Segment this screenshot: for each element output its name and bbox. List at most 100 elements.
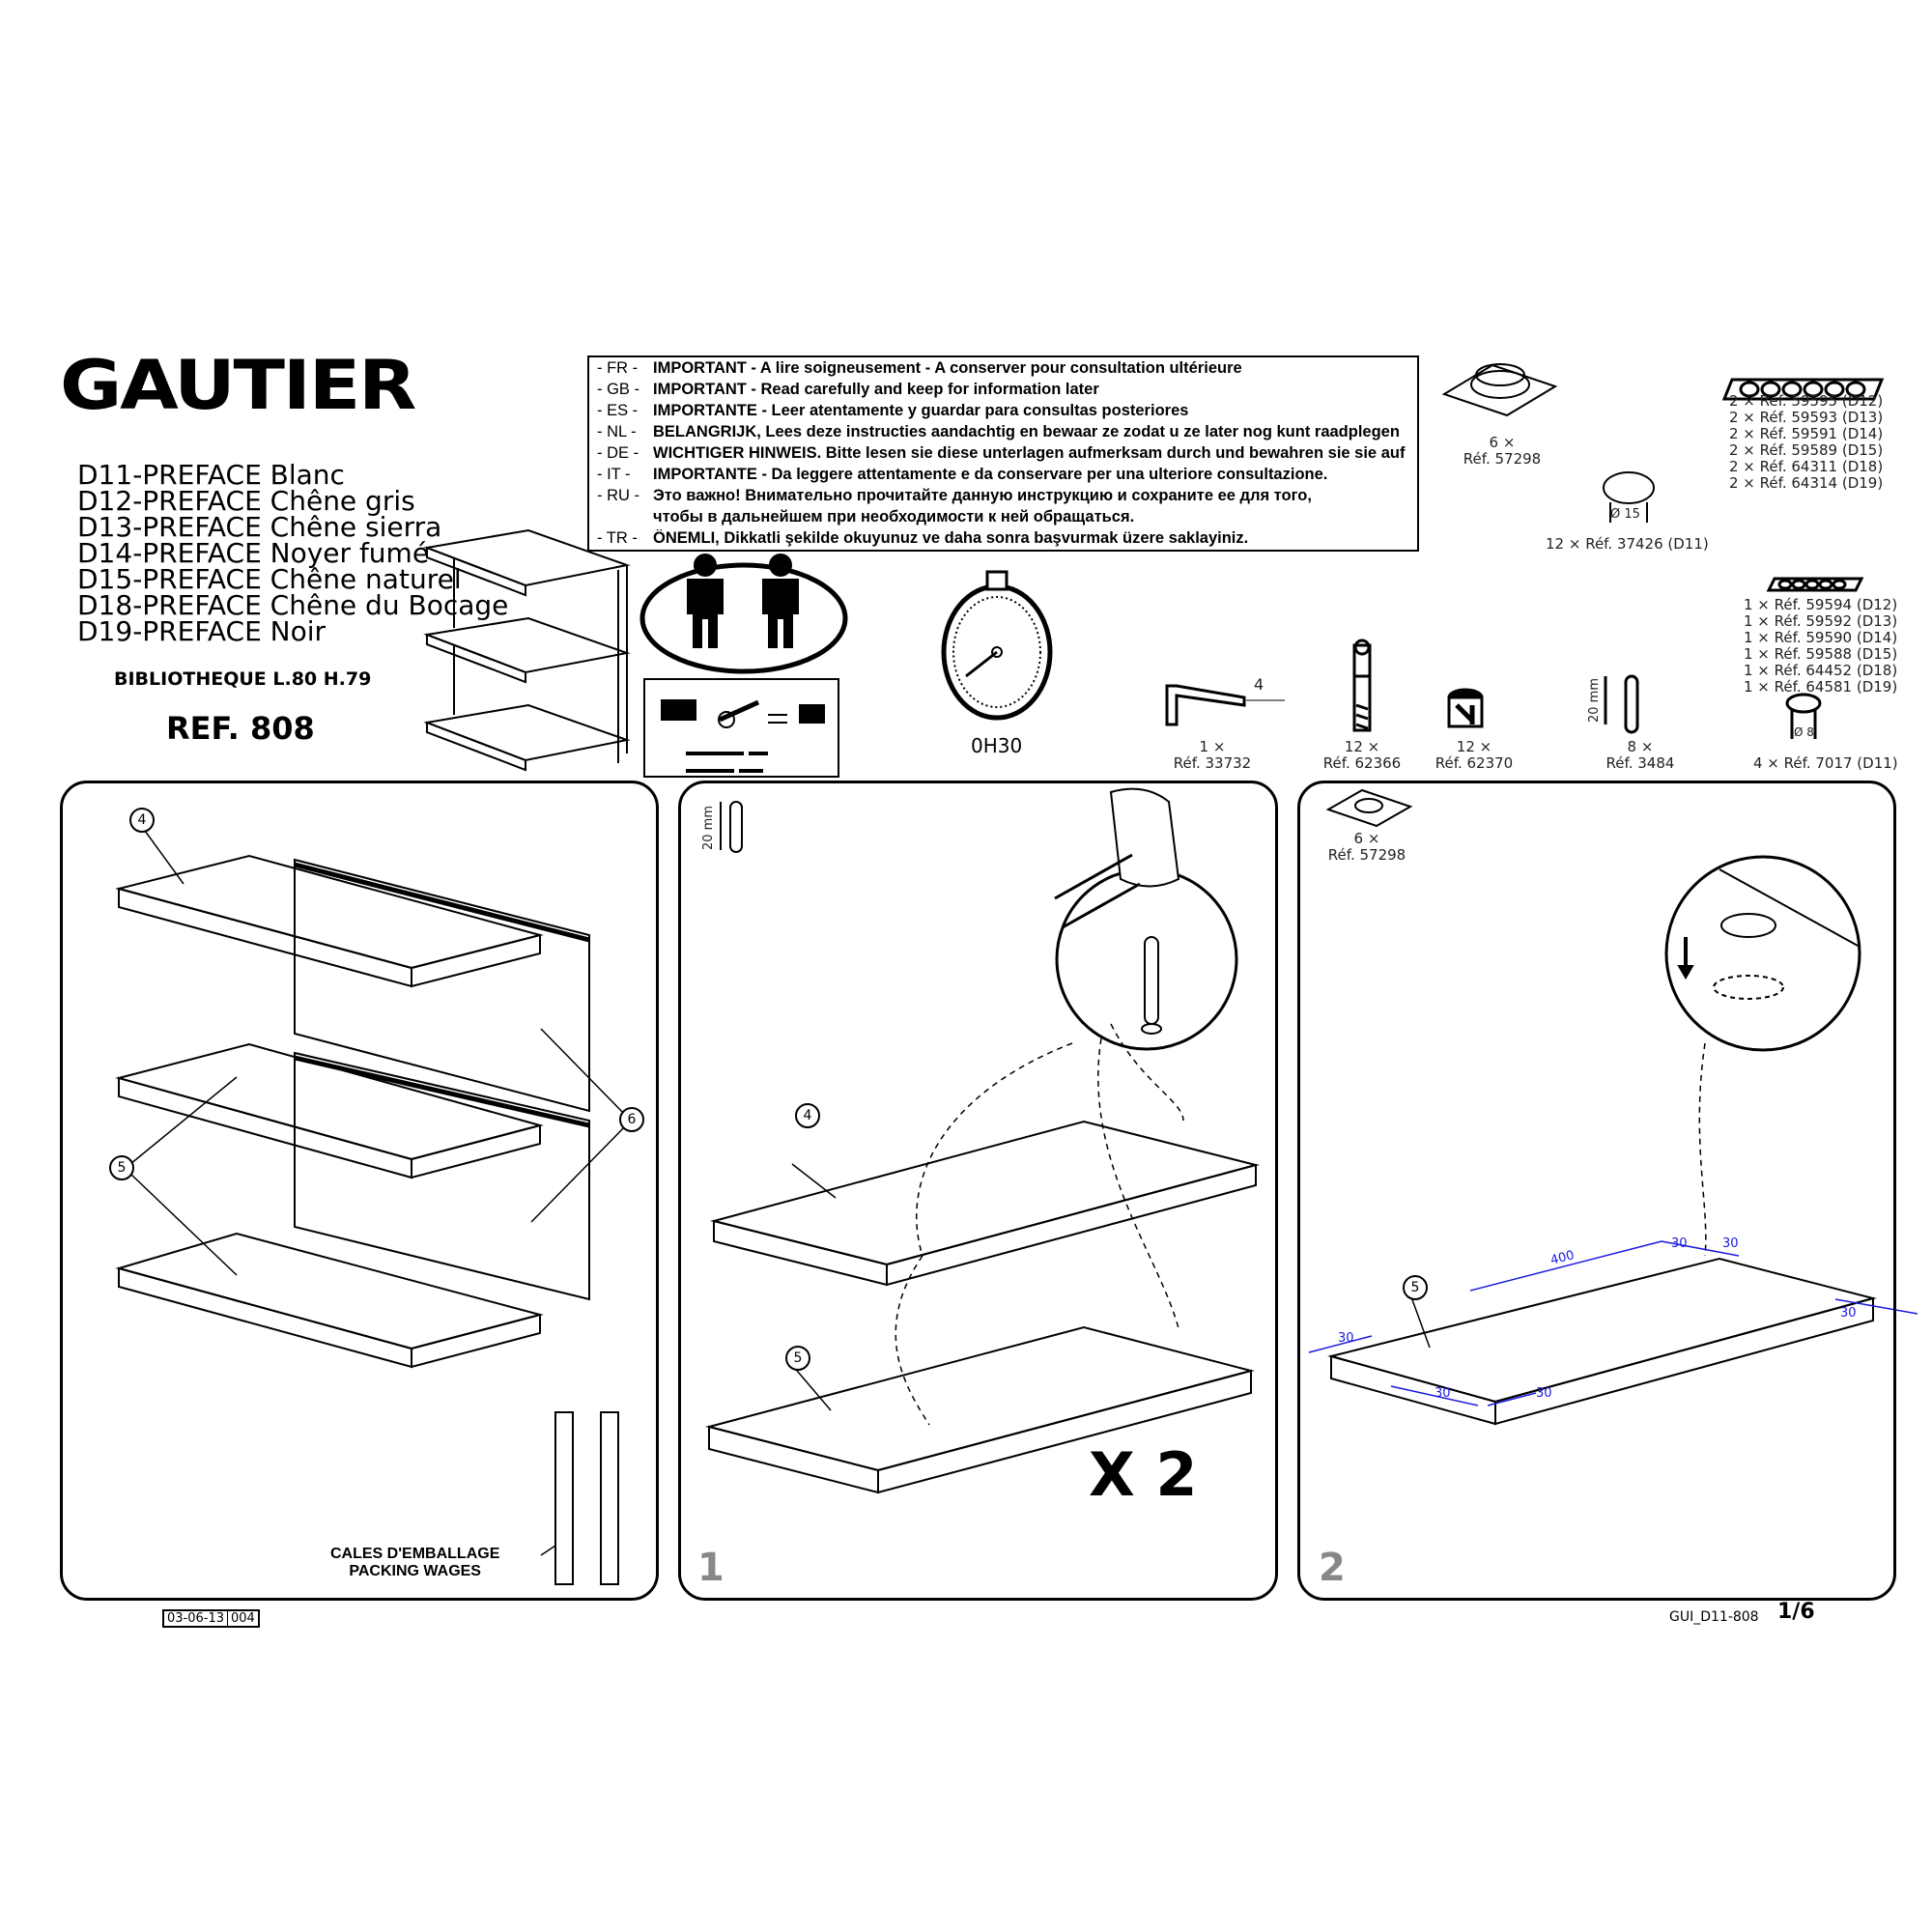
dowel-icon: [1604, 674, 1639, 734]
cover-cap-strip-small-icon: [1766, 577, 1864, 592]
bookcase-preview-illustration: [423, 528, 631, 772]
part-ref: 2 × Réf. 59589 (D15): [1729, 441, 1884, 459]
part-qty: 8 ×: [1627, 738, 1654, 755]
part-dowel: 8 × Réf. 3484: [1597, 739, 1684, 772]
part-ref: Réf. 62370: [1435, 754, 1514, 772]
tools-required-icon: [643, 678, 839, 778]
part-foot-pad: 6 × Réf. 57298: [1459, 435, 1546, 468]
dimension-label: 30: [1722, 1236, 1739, 1251]
language-code: - GB -: [597, 381, 639, 398]
notice-text: WICHTIGER HINWEIS. Bitte lesen sie diese…: [653, 444, 1406, 462]
part-callout: 5: [785, 1346, 810, 1371]
packing-note-line: PACKING WAGES: [349, 1563, 481, 1579]
part-callout: 4: [795, 1103, 820, 1128]
page-number: 1/6: [1777, 1600, 1815, 1624]
assembly-time: 0H30: [971, 734, 1023, 757]
part-ref: 2 × Réf. 64314 (D19): [1729, 474, 1884, 492]
part-ref: 2 × Réf. 59595 (D12): [1729, 392, 1884, 410]
step1-illustration: [705, 787, 1260, 1494]
part-ref: 1 × Réf. 59592 (D13): [1744, 612, 1898, 630]
part-callout: 5: [109, 1155, 134, 1180]
part-qty: 12 ×: [1344, 738, 1380, 755]
footer-date: 03-06-13: [164, 1611, 229, 1626]
product-variant: D11-PREFACE Blanc: [77, 459, 345, 491]
part-ref: Réf. 33732: [1173, 754, 1252, 772]
step1-panel: [678, 781, 1278, 1601]
cover-cap-8-icon: [1785, 693, 1822, 739]
stopwatch-icon: [941, 570, 1053, 721]
step2-panel: [1297, 781, 1896, 1601]
cam-lock-icon: [1447, 688, 1484, 728]
gautier-logo: GAUTIER: [60, 346, 416, 425]
dimension-label: 30: [1338, 1331, 1354, 1346]
step-number: 1: [697, 1546, 724, 1590]
part-ref: 1 × Réf. 59594 (D12): [1744, 596, 1898, 613]
part-ref: Réf. 57298: [1327, 846, 1406, 864]
part-callout: 5: [1403, 1275, 1428, 1300]
product-variant: D15-PREFACE Chêne naturel: [77, 563, 462, 595]
part-cap8-label: 4 × Réf. 7017 (D11): [1753, 754, 1898, 772]
language-code: - RU -: [597, 487, 639, 504]
product-variant: D18-PREFACE Chêne du Bocage: [77, 589, 509, 621]
part-ref: 1 × Réf. 59590 (D14): [1744, 629, 1898, 646]
notice-text: ÖNEMLI, Dikkatli şekilde okuyunuz ve dah…: [653, 529, 1249, 547]
cap15-size: Ø 15: [1610, 507, 1640, 522]
overview-panel: [60, 781, 659, 1601]
cap8-size: Ø 8: [1794, 725, 1814, 739]
allen-key-icon: [1165, 684, 1285, 726]
language-code: - IT -: [597, 466, 631, 483]
dimension-label: 30: [1536, 1386, 1552, 1401]
part-cap15-label: 12 × Réf. 37426 (D11): [1546, 535, 1709, 553]
part-ref: 2 × Réf. 59593 (D13): [1729, 409, 1884, 426]
product-subtitle: BIBLIOTHEQUE L.80 H.79: [114, 668, 372, 690]
quantity-multiplier: X 2: [1089, 1439, 1198, 1510]
packing-note: CALES D'EMBALLAGE PACKING WAGES: [330, 1546, 499, 1580]
part-qty: 6 ×: [1353, 830, 1380, 847]
cover-cap-15-icon: [1603, 471, 1655, 523]
document-code: GUI_D11-808: [1669, 1609, 1759, 1625]
part-callout: 6: [619, 1107, 644, 1132]
notice-text: Это важно! Внимательно прочитайте данную…: [653, 487, 1312, 504]
dowel-length: 20 mm: [1587, 677, 1602, 723]
dimension-label: 30: [1840, 1306, 1857, 1321]
part-ref: Réf. 3484: [1605, 754, 1675, 772]
dimension-label: 30: [1435, 1386, 1451, 1401]
part-qty: 6 ×: [1489, 434, 1516, 451]
notice-text: чтобы в дальнейшем при необходимости к н…: [653, 508, 1135, 526]
important-notice-box: - FR - IMPORTANT - A lire soigneusement -…: [587, 355, 1419, 552]
part-qty: 1 ×: [1199, 738, 1226, 755]
notice-text: IMPORTANTE - Da leggere attentamente e d…: [653, 466, 1328, 483]
step2-illustration: [1308, 788, 1918, 1426]
foot-pad-icon: [1441, 363, 1558, 417]
cap-strip-large-list: 2 × Réf. 59595 (D12) 2 × Réf. 59593 (D13…: [1729, 393, 1883, 492]
language-code: - FR -: [597, 359, 639, 377]
product-variant: D14-PREFACE Noyer fumé: [77, 537, 430, 569]
packing-note-line: CALES D'EMBALLAGE: [330, 1546, 500, 1562]
notice-text: BELANGRIJK, Lees deze instructies aandac…: [653, 423, 1400, 440]
product-variant: D12-PREFACE Chêne gris: [77, 485, 415, 517]
dimension-label: 30: [1671, 1236, 1688, 1251]
part-ref: 2 × Réf. 59591 (D14): [1729, 425, 1884, 442]
two-person-assembly-icon: [639, 554, 848, 674]
part-cam-lock: 12 × Réf. 62370: [1431, 739, 1518, 772]
notice-text: IMPORTANTE - Leer atentamente y guardar …: [653, 402, 1189, 419]
cam-bolt-icon: [1352, 639, 1372, 732]
part-qty: 12 ×: [1456, 738, 1492, 755]
part-ref: 1 × Réf. 64581 (D19): [1744, 678, 1898, 696]
allen-key-size: 4: [1254, 675, 1264, 694]
language-code: - TR -: [597, 529, 638, 547]
part-allen-key: 1 × Réf. 33732: [1169, 739, 1256, 772]
notice-text: IMPORTANT - A lire soigneusement - A con…: [653, 359, 1242, 377]
notice-text: IMPORTANT - Read carefully and keep for …: [653, 381, 1099, 398]
footer-revision: 004: [231, 1611, 255, 1626]
part-ref: Réf. 62366: [1322, 754, 1402, 772]
cap-strip-small-list: 1 × Réf. 59594 (D12) 1 × Réf. 59592 (D13…: [1744, 597, 1897, 696]
product-variant: D19-PREFACE Noir: [77, 615, 327, 647]
part-cam-bolt: 12 × Réf. 62366: [1319, 739, 1406, 772]
step1-dowel-length: 20 mm: [701, 805, 716, 850]
product-variant: D13-PREFACE Chêne sierra: [77, 511, 442, 543]
cover-cap-strip-large-icon: [1721, 378, 1885, 401]
language-code: - ES -: [597, 402, 639, 419]
revision-stamp: 03-06-13 004: [162, 1609, 260, 1628]
